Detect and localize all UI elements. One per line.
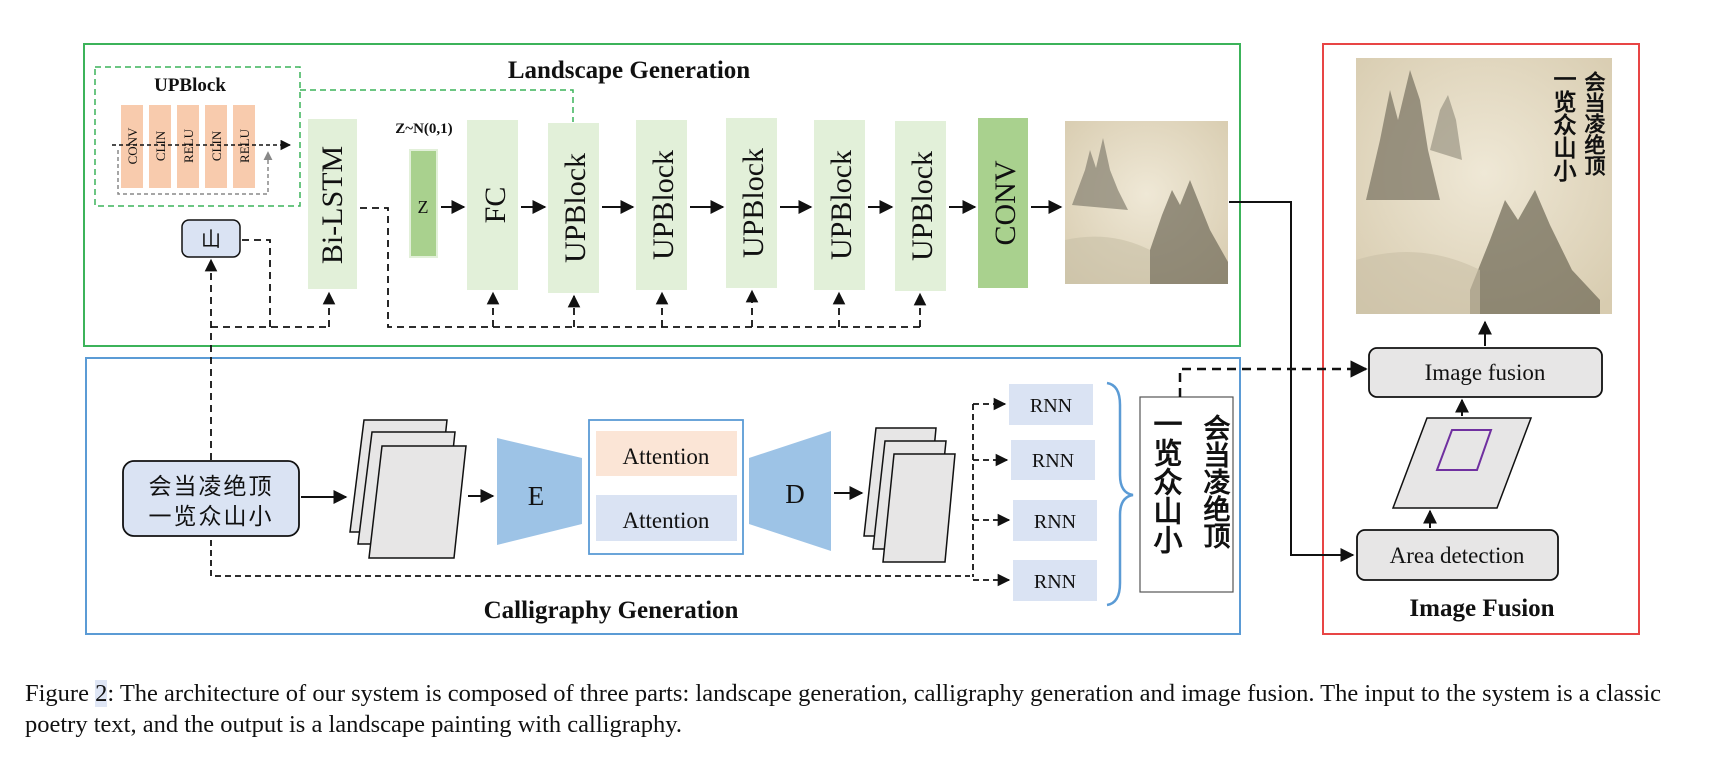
- attention-label: Attention: [623, 508, 710, 533]
- calligraphy-to-fusion-line: [1178, 360, 1368, 397]
- legend-layer-label: CLIN: [209, 130, 224, 161]
- fused-calligraphy-left: 一览众山小: [1549, 67, 1577, 183]
- upblock-4: UPBlock: [814, 120, 865, 290]
- legend-layer-label: RELU: [237, 128, 252, 163]
- attention-2: [596, 495, 737, 541]
- legend-layer-label: CLIN: [153, 130, 168, 161]
- conditioning-lines: [204, 207, 927, 460]
- conv-label: CONV: [989, 160, 1022, 245]
- bilstm-block: Bi-LSTM: [308, 119, 357, 289]
- architecture-diagram: Landscape Generation Calligraphy Generat…: [83, 43, 1640, 635]
- rnn-label: RNN: [1030, 395, 1072, 417]
- noise-label: Z~N(0,1): [395, 121, 452, 137]
- image-fusion-frame: [1322, 43, 1640, 635]
- legend-layer-label: RELU: [181, 128, 196, 163]
- feature-maps-input: [349, 419, 467, 559]
- input-char: 山: [201, 227, 221, 251]
- image-fusion-box: Image fusion: [1368, 347, 1603, 398]
- attention-1: [596, 431, 737, 476]
- conv-block: CONV: [978, 118, 1028, 288]
- area-detection-box: Area detection: [1356, 529, 1559, 581]
- fc-block: FC: [467, 120, 518, 290]
- z-block: Z: [409, 149, 438, 258]
- rnn-brace: [1106, 381, 1134, 607]
- rnn-box-2: [1011, 440, 1095, 480]
- landscape-to-detection-line: [1229, 201, 1355, 562]
- upblock-5: UPBlock: [895, 121, 946, 291]
- rnn-label: RNN: [1032, 450, 1074, 472]
- upblock-label: UPBlock: [825, 150, 858, 260]
- bilstm-label: Bi-LSTM: [316, 146, 349, 264]
- rnn-label: RNN: [1034, 511, 1076, 533]
- figure-number: 2: [95, 680, 108, 707]
- rnn-label: RNN: [1034, 571, 1076, 593]
- image-fusion-title: Image Fusion: [1409, 595, 1554, 622]
- area-detection-label: Area detection: [1390, 543, 1525, 568]
- rnn-fanout-lines: [210, 397, 1011, 587]
- caption-prefix: Figure: [25, 680, 96, 707]
- upblock-label: UPBlock: [559, 153, 592, 263]
- upblock-legend: UPBlock CONV CLIN RELU CLIN RELU: [94, 66, 301, 207]
- input-char-box: 山: [181, 219, 241, 258]
- rnn-box-3: [1013, 500, 1097, 541]
- legend-layer-clin-2: [205, 105, 227, 188]
- landscape-generation-frame: [83, 43, 1241, 347]
- detected-area: [1391, 417, 1533, 509]
- feature-maps-output: [863, 427, 956, 563]
- calligraphy-column-right: 会当凌绝顶: [1199, 414, 1231, 550]
- rnn-stack: RNN RNN RNN RNN: [1009, 384, 1097, 601]
- upblock-label: UPBlock: [737, 148, 770, 258]
- poem-line-2: 一览众山小: [149, 504, 274, 530]
- legend-layer-conv: [121, 105, 143, 188]
- z-label: Z: [418, 197, 429, 217]
- landscape-generation-title: Landscape Generation: [508, 57, 750, 84]
- upblock-label: UPBlock: [647, 150, 680, 260]
- legend-layer-relu-2: [233, 105, 255, 188]
- upblock-legend-title: UPBlock: [154, 75, 226, 96]
- fused-output-image: 会当凌绝顶 一览众山小: [1356, 58, 1612, 314]
- legend-layer-label: CONV: [125, 127, 140, 164]
- rnn-box-4: [1013, 560, 1097, 601]
- calligraphy-generation-frame: [85, 357, 1241, 635]
- encoder: E: [497, 438, 582, 545]
- decoder-label: D: [785, 479, 805, 509]
- poem-input-box: 会当凌绝顶 一览众山小: [122, 460, 300, 537]
- fc-label: FC: [479, 187, 512, 224]
- calligraphy-generation-title: Calligraphy Generation: [484, 597, 739, 624]
- upblock-3: UPBlock: [726, 118, 777, 288]
- upblock-label: UPBlock: [906, 151, 939, 261]
- attention-block: Attention Attention: [588, 419, 744, 555]
- figure-caption: Figure 2: The architecture of our system…: [25, 678, 1705, 740]
- decoder: D: [749, 431, 831, 551]
- generated-landscape-image: [1065, 121, 1228, 284]
- upblock-2: UPBlock: [636, 120, 687, 290]
- legend-layer-clin-1: [149, 105, 171, 188]
- image-fusion-label: Image fusion: [1425, 360, 1546, 385]
- fused-calligraphy-right: 会当凌绝顶: [1582, 70, 1606, 177]
- rnn-box-1: [1009, 384, 1093, 425]
- legend-layer-relu-1: [177, 105, 199, 188]
- caption-text: : The architecture of our system is comp…: [25, 680, 1662, 738]
- legend-link-line: [300, 89, 574, 122]
- upblock-1: UPBlock: [548, 123, 599, 293]
- attention-label: Attention: [623, 444, 710, 469]
- generated-calligraphy: 会当凌绝顶 一览众山小: [1139, 396, 1234, 593]
- calligraphy-column-left: 一览众山小: [1149, 409, 1183, 554]
- encoder-label: E: [528, 481, 545, 511]
- poem-line-1: 会当凌绝顶: [149, 474, 274, 500]
